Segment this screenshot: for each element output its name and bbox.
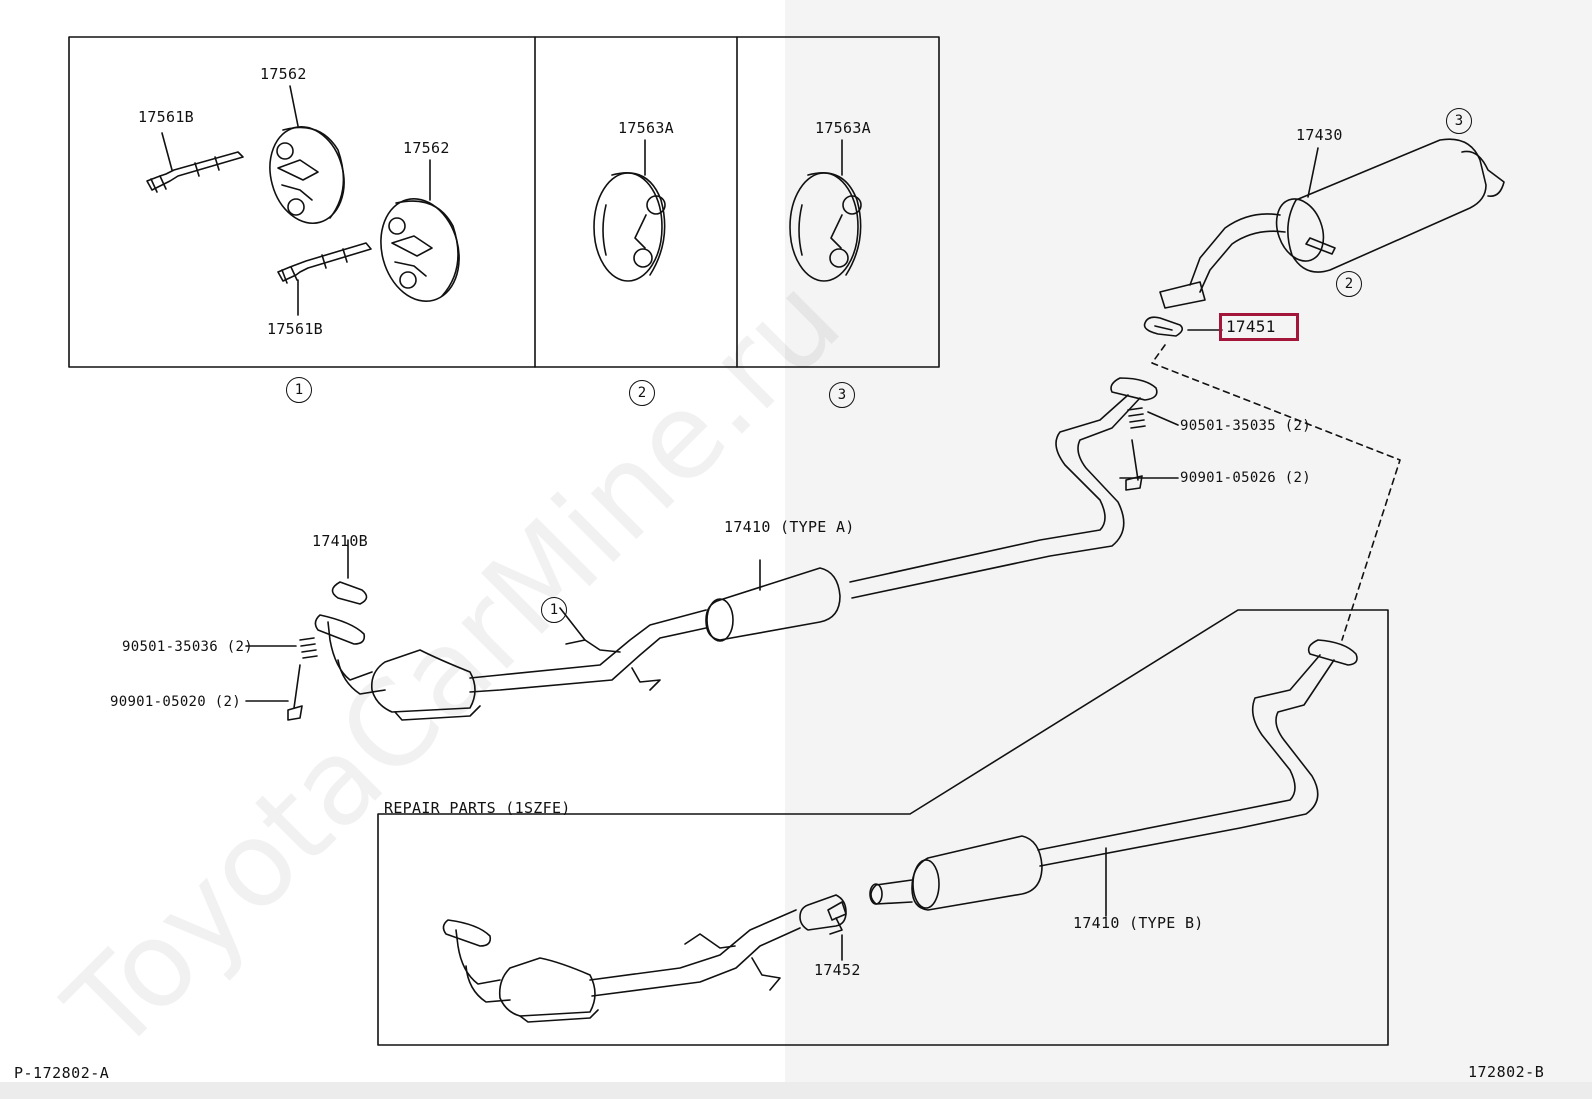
stud-17561B-upper — [146, 132, 244, 193]
label-17563A-box3[interactable]: 17563A — [815, 119, 871, 137]
label-90901-05026[interactable]: 90901-05026 (2) — [1180, 470, 1311, 486]
muffler-17430 — [1159, 138, 1505, 309]
dashed-leader — [1151, 344, 1401, 641]
label-17452[interactable]: 17452 — [814, 961, 861, 979]
hanger-17563A-box2 — [593, 139, 666, 282]
hanger-17562-upper — [269, 85, 345, 225]
callout-1-pipe: 1 — [541, 597, 567, 623]
callout-1-inset: 1 — [286, 377, 312, 403]
callout-3-inset: 3 — [829, 382, 855, 408]
label-17561B-upper[interactable]: 17561B — [138, 108, 194, 126]
callout-2-inset: 2 — [629, 380, 655, 406]
left-background — [0, 0, 785, 1099]
pipe-17410-type-B — [442, 639, 1358, 1023]
hanger-17562-lower — [380, 159, 460, 302]
label-17451[interactable]: 17451 — [1226, 317, 1276, 336]
label-17410B[interactable]: 17410B — [312, 532, 368, 550]
label-90501-35036[interactable]: 90501-35036 (2) — [122, 639, 253, 655]
label-17562-upper[interactable]: 17562 — [260, 65, 307, 83]
label-17562-lower[interactable]: 17562 — [403, 139, 450, 157]
callout-3-muffler: 3 — [1446, 108, 1472, 134]
stud-17561B-lower — [277, 242, 372, 316]
highlight-box — [1219, 313, 1299, 341]
diagram-id-left: P-172802-A — [14, 1064, 110, 1082]
inset-frame — [68, 36, 940, 368]
label-17563A-box2[interactable]: 17563A — [618, 119, 674, 137]
right-background — [785, 0, 1592, 1099]
label-17410-type-A[interactable]: 17410 (TYPE A) — [724, 518, 855, 536]
label-17430[interactable]: 17430 — [1296, 126, 1343, 144]
pipe-17410-type-A — [245, 377, 1179, 721]
inset-boxes — [68, 36, 940, 368]
label-17561B-lower[interactable]: 17561B — [267, 320, 323, 338]
repair-parts-label: REPAIR PARTS (1SZFE) — [384, 799, 571, 817]
label-90901-05020[interactable]: 90901-05020 (2) — [110, 694, 241, 710]
label-90501-35035[interactable]: 90501-35035 (2) — [1180, 418, 1311, 434]
callout-2-muffler: 2 — [1336, 271, 1362, 297]
repair-parts-frame — [377, 609, 1389, 1046]
bottom-strip — [0, 1082, 1592, 1099]
hanger-17563A-box3 — [789, 139, 862, 282]
gasket-17451 — [1143, 316, 1223, 337]
label-17410-type-B[interactable]: 17410 (TYPE B) — [1073, 914, 1204, 932]
diagram-id-right: 172802-B — [1468, 1063, 1545, 1081]
